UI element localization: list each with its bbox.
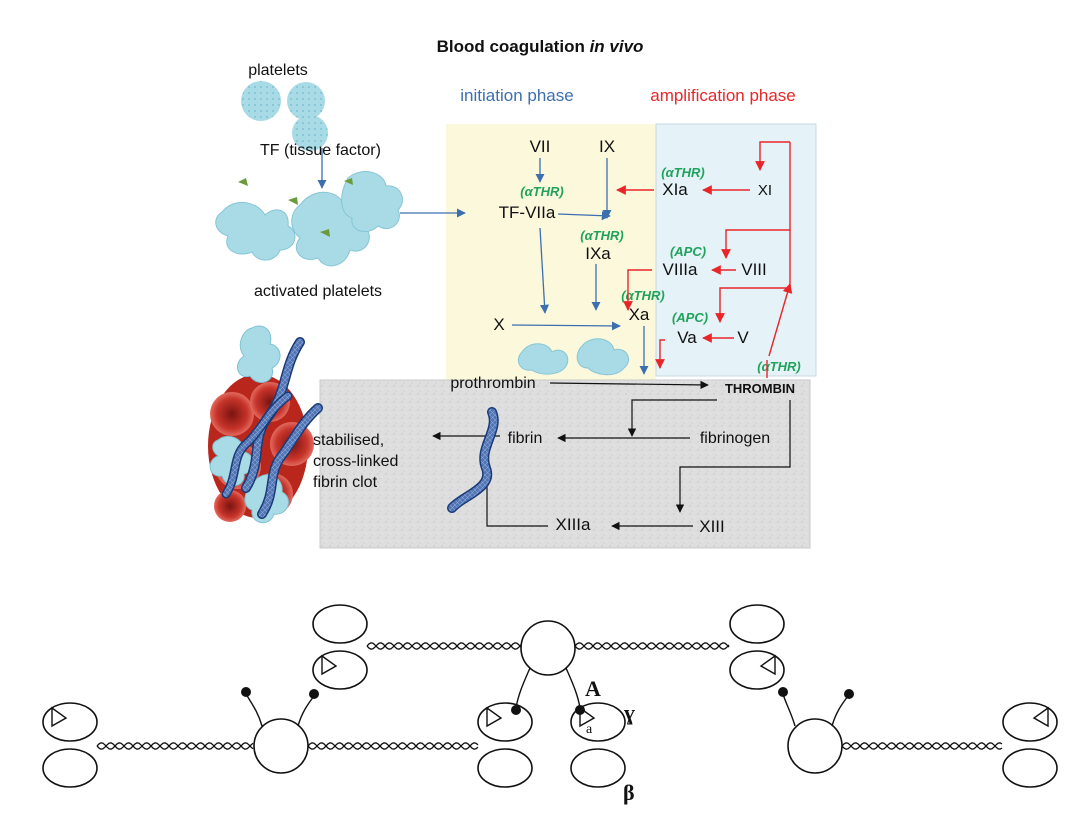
- factor-xa: Xa: [629, 305, 650, 324]
- d-domain-far-right: [1002, 702, 1058, 788]
- prothrombin-to-thrombin-arrow: [549, 380, 709, 390]
- clot-label-line2: cross-linked: [313, 453, 398, 470]
- factor-ixa: IXa: [585, 244, 611, 263]
- label-gamma: ɣ: [624, 700, 635, 725]
- factor-xia: XIa: [662, 180, 688, 199]
- regulator-apc-viiia: (APC): [670, 244, 706, 259]
- central-nodule-left: [253, 718, 309, 774]
- factor-ix: IX: [599, 137, 615, 156]
- d-domain-top-right: [729, 604, 785, 690]
- coiled-coil-strand: [366, 642, 522, 650]
- fibrin-clot-icon: [208, 325, 323, 524]
- factor-viii: VIII: [741, 260, 767, 279]
- initiation-phase-label: initiation phase: [460, 86, 573, 105]
- fibrinogen-label: fibrinogen: [700, 430, 770, 447]
- factor-xiii: XIII: [699, 517, 725, 536]
- platelets-label: platelets: [248, 62, 308, 79]
- factor-tf-viia: TF-VIIa: [499, 203, 556, 222]
- platelets-icon: [241, 81, 328, 151]
- regulator-thr-xia: (αTHR): [661, 165, 704, 180]
- coiled-coil-strand: [366, 642, 522, 650]
- factor-x: X: [493, 315, 504, 334]
- factor-viiia: VIIIa: [663, 260, 699, 279]
- regulator-thr-tf: (αTHR): [520, 184, 563, 199]
- coiled-coil-strand: [574, 642, 730, 650]
- initiation-platelets-icon: [517, 338, 629, 376]
- coiled-coil-strand: [96, 742, 254, 750]
- coiled-coil-strand: [96, 742, 254, 750]
- clot-label-line1: stabilised,: [313, 432, 384, 449]
- regulator-apc-va: (APC): [672, 310, 708, 325]
- coiled-coil-strand: [574, 642, 730, 650]
- d-domain-far-left: [42, 702, 98, 788]
- figure-title: Blood coagulation in vivo: [437, 37, 644, 56]
- d-domain-mid-left: [477, 702, 533, 788]
- fibrinogen-coiled-coils: [96, 642, 1003, 750]
- clot-label-line3: fibrin clot: [313, 474, 378, 491]
- tissue-factor-label: TF (tissue factor): [260, 142, 381, 159]
- central-nodule-center: [520, 620, 576, 676]
- central-nodule-right: [787, 718, 843, 774]
- label-beta: β: [623, 780, 635, 805]
- factor-vii: VII: [530, 137, 551, 156]
- regulator-thr-xa: (αTHR): [621, 288, 664, 303]
- activated-platelets-label: activated platelets: [254, 283, 382, 300]
- factor-xi: XI: [758, 182, 772, 199]
- prothrombin-label: prothrombin: [450, 375, 535, 392]
- d-domain-mid-right: [570, 702, 626, 788]
- coiled-coil-strand: [841, 742, 1003, 750]
- thrombin-label: THROMBIN: [725, 381, 795, 396]
- activated-platelets-icon: [215, 171, 403, 267]
- factor-v: V: [737, 328, 749, 347]
- coiled-coil-strand: [307, 742, 479, 750]
- coiled-coil-strand: [307, 742, 479, 750]
- fibrin-label: fibrin: [508, 430, 543, 447]
- factor-xiiia: XIIIa: [556, 515, 592, 534]
- thrombin-panel: [319, 379, 811, 549]
- label-a: a: [586, 722, 593, 737]
- initiation-panel: [446, 124, 656, 380]
- d-domain-top-left: [312, 604, 368, 690]
- initiation-arrows: [511, 158, 649, 375]
- fibrinogen-knob-heads: [241, 687, 854, 715]
- fibrinogen-molecule-diagram: [42, 604, 1058, 788]
- amplification-phase-label: amplification phase: [650, 86, 796, 105]
- regulator-thr-bottom: (αTHR): [757, 359, 800, 374]
- regulator-thr-ixa: (αTHR): [580, 228, 623, 243]
- label-A: A: [585, 676, 601, 701]
- fibrin-strand-icon: [448, 408, 498, 512]
- factor-va: Va: [677, 328, 697, 347]
- amplification-arrows: [616, 141, 793, 378]
